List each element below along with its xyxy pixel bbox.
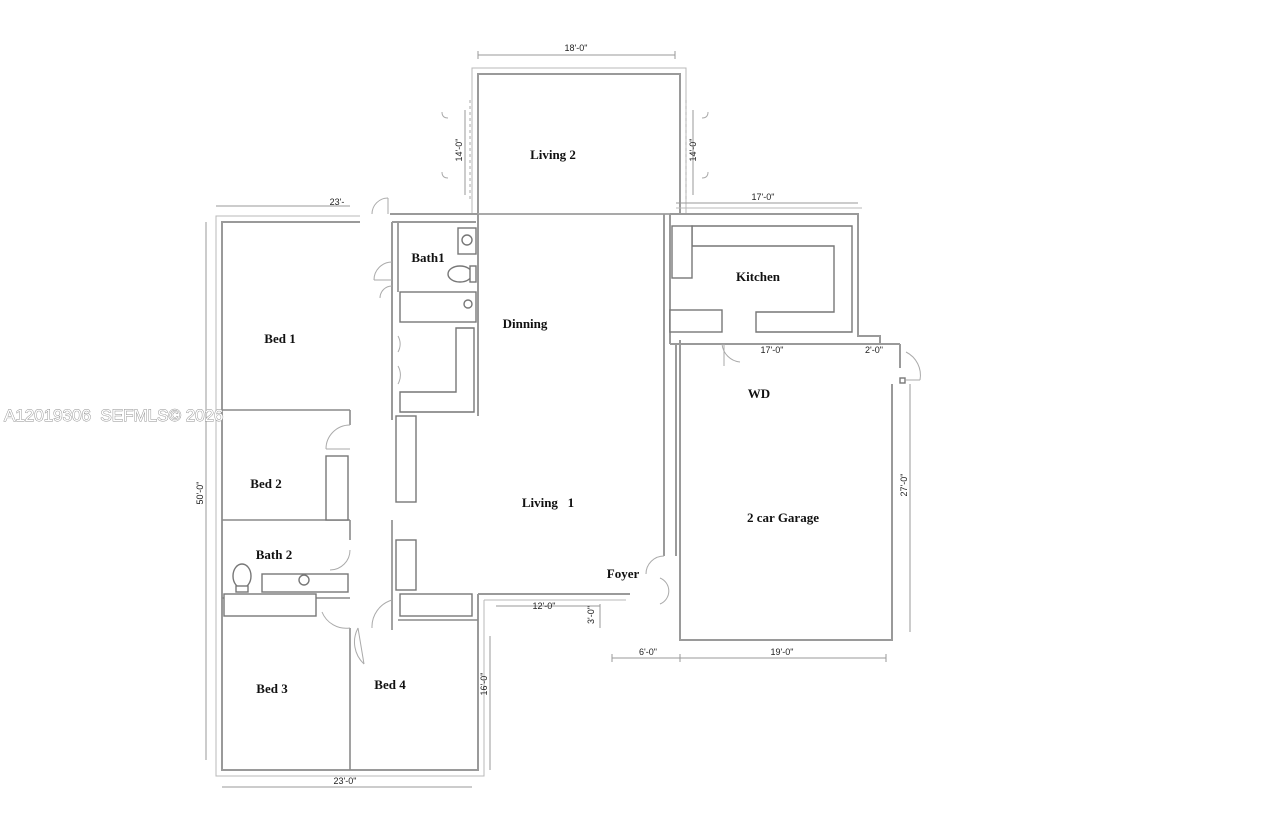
room-label-bed4: Bed 4 xyxy=(374,677,406,692)
dimension-labels: 18'-0" 14'-0" 14'-0" 23'- 17'-0" 17'-0" … xyxy=(195,43,909,786)
room-label-kitchen: Kitchen xyxy=(736,269,781,284)
dim-wd-side: 2'-0" xyxy=(865,345,883,355)
dim-kitchen-width: 17'-0" xyxy=(752,192,775,202)
dim-foyer-depth: 3'-0" xyxy=(586,606,596,624)
dim-foyer-offset: 6'-0" xyxy=(639,647,657,657)
watermark: A12019306 SEFMLS© 2026 xyxy=(4,406,224,425)
dim-bed4-depth: 16'-0" xyxy=(479,673,489,696)
dim-garage-width: 19'-0" xyxy=(771,647,794,657)
dim-living2-width: 18'-0" xyxy=(565,43,588,53)
room-label-bed1: Bed 1 xyxy=(264,331,295,346)
dim-living2-left-depth: 14'-0" xyxy=(454,139,464,162)
dim-wd-width: 17'-0" xyxy=(761,345,784,355)
room-label-bed3: Bed 3 xyxy=(256,681,288,696)
room-label-dinning: Dinning xyxy=(503,316,548,331)
walls xyxy=(215,67,906,777)
room-label-bath1: Bath1 xyxy=(411,250,444,265)
doors xyxy=(321,100,921,665)
dim-foyer-width: 12'-0" xyxy=(533,601,556,611)
room-label-living1: Living 1 xyxy=(522,495,574,510)
room-label-garage: 2 car Garage xyxy=(747,510,819,525)
room-label-bed2: Bed 2 xyxy=(250,476,281,491)
room-label-wd: WD xyxy=(748,386,770,401)
room-label-bath2: Bath 2 xyxy=(256,547,292,562)
dimension-lines xyxy=(205,51,911,788)
dim-living2-right-depth: 14'-0" xyxy=(688,139,698,162)
dim-house-depth: 50'-0" xyxy=(195,482,205,505)
dim-bed1-width: 23'- xyxy=(330,197,345,207)
dim-bottom-width: 23'-0" xyxy=(334,776,357,786)
room-label-foyer: Foyer xyxy=(607,566,640,581)
room-labels: Living 2 Bath1 Kitchen Dinning Bed 1 WD … xyxy=(250,147,819,696)
dim-garage-depth: 27'-0" xyxy=(899,474,909,497)
room-label-living2: Living 2 xyxy=(530,147,576,162)
